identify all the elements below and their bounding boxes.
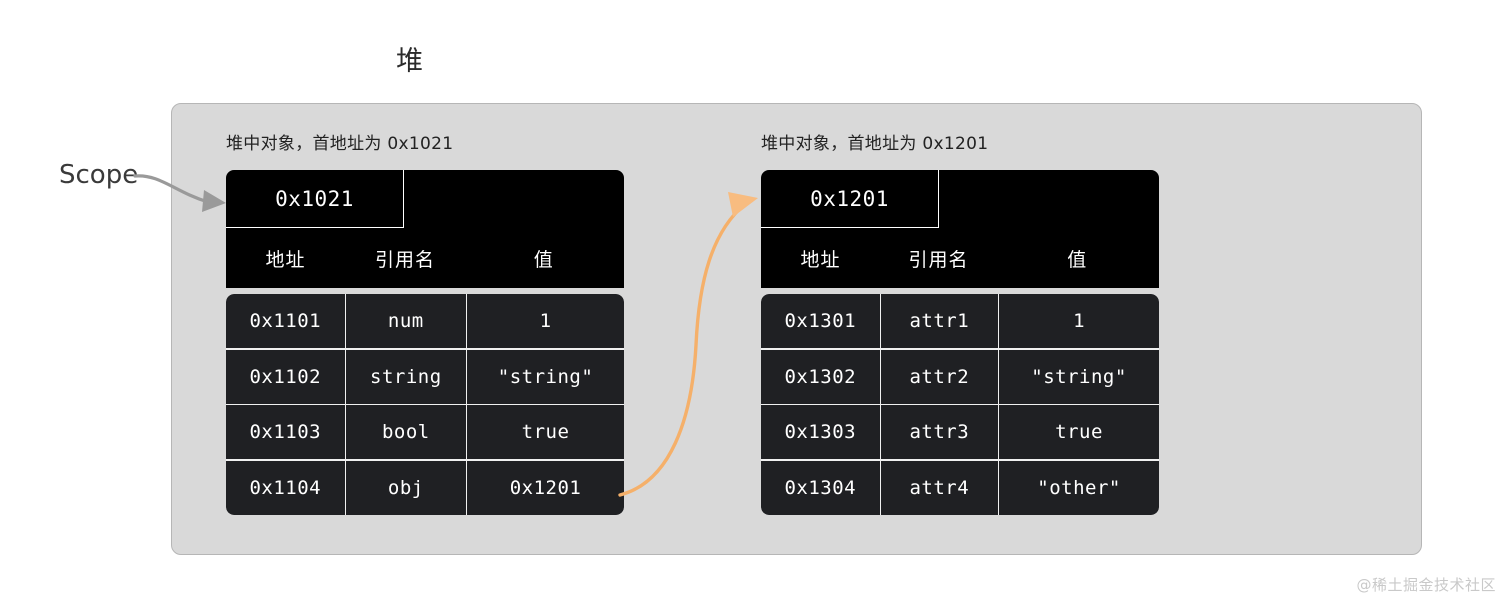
cell-value: "string" [467,349,624,404]
table-row: 0x1102 string "string" [226,349,624,404]
cell-value: "string" [999,349,1159,404]
table-row: 0x1301 attr1 1 [761,294,1159,348]
table-row: 0x1103 bool true [226,405,624,459]
cell-refname: attr2 [881,349,998,404]
column-header-value: 值 [533,248,554,271]
scope-label: Scope [59,160,139,190]
cell-address: 0x1303 [761,405,880,459]
cell-refname: bool [346,405,466,459]
cell-address: 0x1103 [226,405,345,459]
object-address-chip: 0x1201 [761,170,939,228]
table-row: 0x1303 attr3 true [761,405,1159,459]
column-header-address: 地址 [265,248,306,271]
object-table: 0x1101 num 1 0x1102 string "string" 0x11… [226,294,624,515]
object-table: 0x1301 attr1 1 0x1302 attr2 "string" 0x1… [761,294,1159,515]
cell-value: 0x1201 [467,460,624,515]
object-address-chip: 0x1021 [226,170,404,228]
table-row: 0x1101 num 1 [226,294,624,348]
column-header-refname: 引用名 [908,248,969,271]
object-address-banner: 0x1201 [761,170,1159,228]
table-row: 0x1302 attr2 "string" [761,349,1159,404]
cell-value: 1 [467,294,624,348]
heap-container: 堆中对象，首地址为 0x1021 0x1021 地址 引用名 值 0x1101 … [171,103,1422,555]
column-header-refname: 引用名 [374,248,435,271]
column-header-value: 值 [1067,248,1088,271]
column-header-address: 地址 [800,248,841,271]
object-caption: 堆中对象，首地址为 0x1021 [226,134,454,154]
cell-address: 0x1104 [226,460,345,515]
table-row: 0x1304 attr4 "other" [761,460,1159,515]
object-card: 0x1021 地址 引用名 值 [226,170,624,288]
cell-refname: attr1 [881,294,998,348]
column-header-row: 地址 引用名 值 [226,228,624,288]
cell-address: 0x1304 [761,460,880,515]
object-card: 0x1201 地址 引用名 值 [761,170,1159,288]
cell-address: 0x1301 [761,294,880,348]
cell-value: 1 [999,294,1159,348]
cell-value: true [999,405,1159,459]
cell-refname: attr4 [881,460,998,515]
column-header-row: 地址 引用名 值 [761,228,1159,288]
cell-value: "other" [999,460,1159,515]
table-row: 0x1104 obj 0x1201 [226,460,624,515]
reference-arrow-icon [618,192,758,497]
scope-arrow-icon [133,174,226,212]
cell-refname: string [346,349,466,404]
cell-address: 0x1101 [226,294,345,348]
cell-refname: attr3 [881,405,998,459]
cell-refname: obj [346,460,466,515]
page-title: 堆 [396,46,424,77]
cell-address: 0x1102 [226,349,345,404]
object-address-banner: 0x1021 [226,170,624,228]
watermark: @稀土掘金技术社区 [1356,576,1496,594]
cell-refname: num [346,294,466,348]
object-caption: 堆中对象，首地址为 0x1201 [761,134,989,154]
cell-value: true [467,405,624,459]
cell-address: 0x1302 [761,349,880,404]
